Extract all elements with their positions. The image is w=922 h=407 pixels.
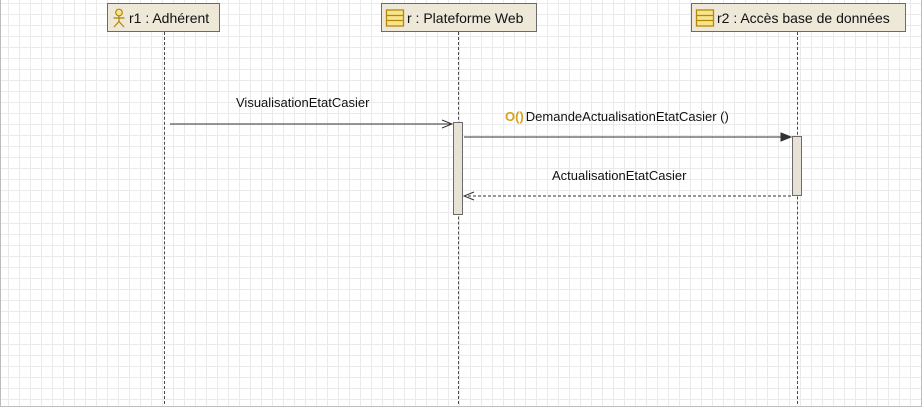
actor-icon bbox=[111, 8, 127, 28]
canvas-border-left bbox=[0, 0, 1, 407]
operation-icon: O() bbox=[505, 109, 524, 124]
message-label-demande[interactable]: O()DemandeActualisationEtatCasier () bbox=[505, 109, 729, 124]
lifeline-head-r[interactable]: r : Plateforme Web bbox=[381, 3, 537, 32]
lifeline-line-r1 bbox=[164, 32, 165, 404]
class-icon bbox=[695, 8, 715, 28]
lifeline-line-r bbox=[458, 32, 459, 404]
lifeline-head-r2[interactable]: r2 : Accès base de données bbox=[691, 3, 906, 32]
lifeline-head-r1[interactable]: r1 : Adhérent bbox=[107, 3, 220, 32]
message-label-visualisation[interactable]: VisualisationEtatCasier bbox=[236, 95, 370, 110]
lifeline-label-r: r : Plateforme Web bbox=[407, 9, 524, 26]
activation-bar-r[interactable] bbox=[453, 122, 463, 215]
message-label-demande-text: DemandeActualisationEtatCasier () bbox=[525, 109, 729, 124]
activation-bar-r2[interactable] bbox=[792, 136, 802, 196]
lifeline-label-r2: r2 : Accès base de données bbox=[717, 9, 890, 26]
lifeline-label-r1: r1 : Adhérent bbox=[129, 9, 210, 26]
lifeline-line-r2 bbox=[797, 32, 798, 404]
message-label-reply[interactable]: ActualisationEtatCasier bbox=[552, 168, 687, 183]
class-icon bbox=[385, 8, 405, 28]
